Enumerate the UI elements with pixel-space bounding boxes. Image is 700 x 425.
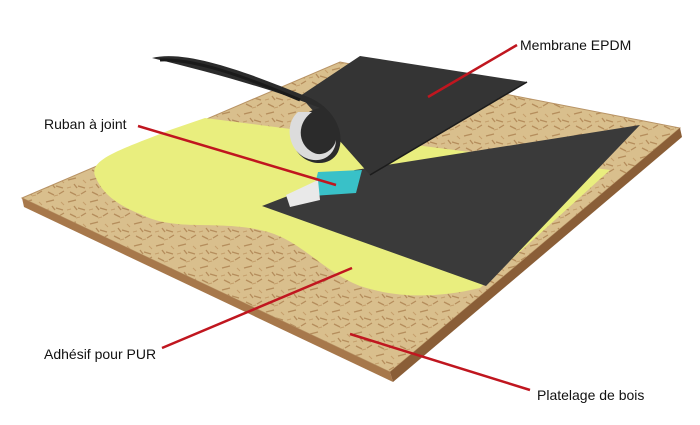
roll-curl-icon (289, 112, 336, 161)
label-ruban-a-joint: Ruban à joint (44, 116, 127, 132)
leader-line-platelage (349, 332, 531, 392)
wood-deck-edge-right (390, 128, 682, 382)
membrane-seam-line (369, 81, 528, 176)
wood-deck-edge-left (22, 198, 393, 382)
seam-tape (312, 170, 362, 196)
membrane-upper-sheet (300, 56, 527, 175)
label-platelage-bois: Platelage de bois (537, 387, 645, 403)
leader-line-membrane (427, 43, 518, 99)
membrane-lower-sheet (262, 125, 640, 286)
roll-inner-shadow (159, 58, 301, 102)
leader-line-adhesif (161, 266, 353, 350)
label-membrane-epdm: Membrane EPDM (520, 37, 632, 53)
leader-line-ruban (137, 124, 337, 187)
seam-tape-liner (286, 180, 320, 207)
label-adhesif-pur: Adhésif pour PUR (44, 346, 157, 362)
